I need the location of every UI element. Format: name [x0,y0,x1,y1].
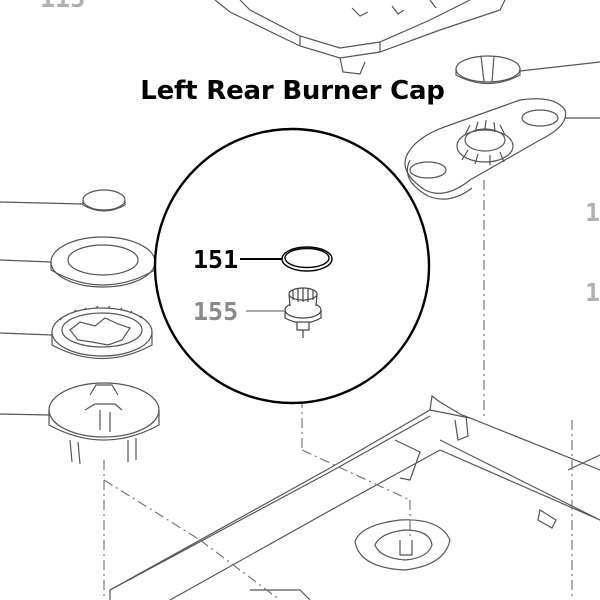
right-burner-assembly [404,98,600,200]
left-burner-base [0,382,160,465]
left-burner-head [0,305,153,359]
part-number-right-partial-b: 1 [585,278,600,307]
right-small-cap [455,55,600,84]
part-number-right-partial-a: 1 [585,198,600,227]
top-grate-fragment [214,0,506,75]
part-number-155: 155 [193,297,239,326]
burner-base-155 [284,287,322,338]
part-number-115-partial: 115 [40,0,85,11]
part-number-151: 151 [193,245,239,274]
burner-cap-151 [281,246,333,272]
left-ring [0,236,156,288]
cooktop-frame [109,394,600,600]
left-small-cap [0,189,126,212]
diagram-title: Left Rear Burner Cap [140,76,445,106]
